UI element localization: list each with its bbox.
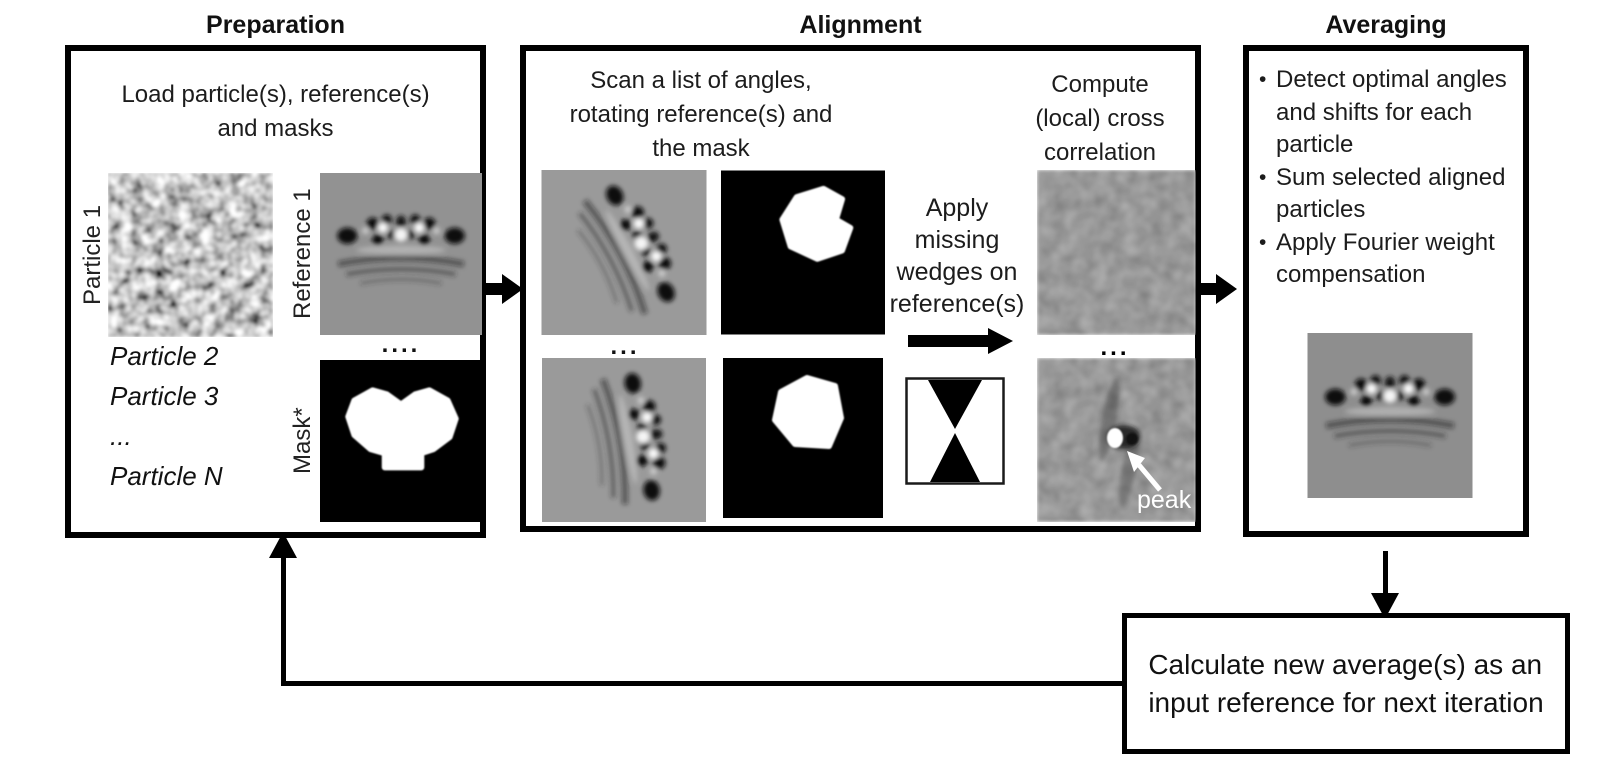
cc-ellipsis: ... xyxy=(1100,334,1130,361)
loop-line-horizontal xyxy=(281,681,1124,686)
peak-label: peak xyxy=(1137,486,1192,514)
preparation-title: Preparation xyxy=(206,11,345,39)
averaging-bullet-list: Detect optimal angles and shifts for eac… xyxy=(1257,64,1519,292)
reference-ellipsis: .... xyxy=(381,331,421,358)
loop-arrow-up-icon xyxy=(269,532,297,558)
particle-list: Particle 2 Particle 3 ... Particle N xyxy=(110,336,223,496)
cross-correlation-image-2: peak xyxy=(1037,358,1196,522)
scan-angles-text: Scan a list of angles, rotating referenc… xyxy=(569,67,833,162)
particle-list-item: Particle 2 xyxy=(110,341,219,371)
mask-vertical-label: Mask* xyxy=(289,407,316,475)
preparation-description: Load particle(s), reference(s) and masks xyxy=(121,81,430,142)
preparation-box: Load particle(s), reference(s) and masks… xyxy=(65,45,486,538)
particle1-vertical-label: Particle 1 xyxy=(79,204,106,306)
peak-arrow-icon xyxy=(1127,451,1162,492)
bullet-item: Sum selected aligned particles xyxy=(1257,162,1519,227)
flow-arrow-prep-to-align-icon xyxy=(482,273,524,305)
particle-list-item: Particle 3 xyxy=(110,381,219,411)
rotated-reference-image-1 xyxy=(541,170,707,335)
mask-image xyxy=(320,360,482,522)
reference1-vertical-label: Reference 1 xyxy=(289,188,316,320)
rotated-mask-image-1 xyxy=(721,170,885,335)
iteration-box: Calculate new average(s) as an input ref… xyxy=(1122,613,1570,754)
missing-wedge-image xyxy=(905,377,1005,485)
cross-correlation-image-1 xyxy=(1037,170,1196,335)
average-image xyxy=(1307,333,1473,498)
loop-line-vertical xyxy=(281,554,286,686)
averaging-title: Averaging xyxy=(1325,11,1447,39)
reference1-image xyxy=(320,173,482,335)
rotated-mask-image-2 xyxy=(721,358,885,518)
apply-wedge-text: Apply missing wedges on reference(s) xyxy=(889,194,1025,318)
averaging-box: Detect optimal angles and shifts for eac… xyxy=(1243,45,1529,537)
bullet-item: Detect optimal angles and shifts for eac… xyxy=(1257,64,1519,162)
rotated-reference-image-2 xyxy=(541,358,707,522)
bullet-item: Apply Fourier weight compensation xyxy=(1257,227,1519,292)
alignment-box: Scan a list of angles, rotating referenc… xyxy=(520,45,1201,532)
particle-list-item: ... xyxy=(110,421,132,451)
iteration-text: Calculate new average(s) as an input ref… xyxy=(1148,648,1544,718)
alignment-title: Alignment xyxy=(799,11,922,39)
flow-arrow-align-to-avg-icon xyxy=(1196,273,1238,305)
rotation-ellipsis: ... xyxy=(610,333,640,360)
particle1-image xyxy=(108,173,273,337)
particle-list-item: Particle N xyxy=(110,461,223,491)
compute-cc-text: Compute (local) cross correlation xyxy=(1035,71,1165,166)
wedge-arrow-icon xyxy=(908,328,1014,354)
